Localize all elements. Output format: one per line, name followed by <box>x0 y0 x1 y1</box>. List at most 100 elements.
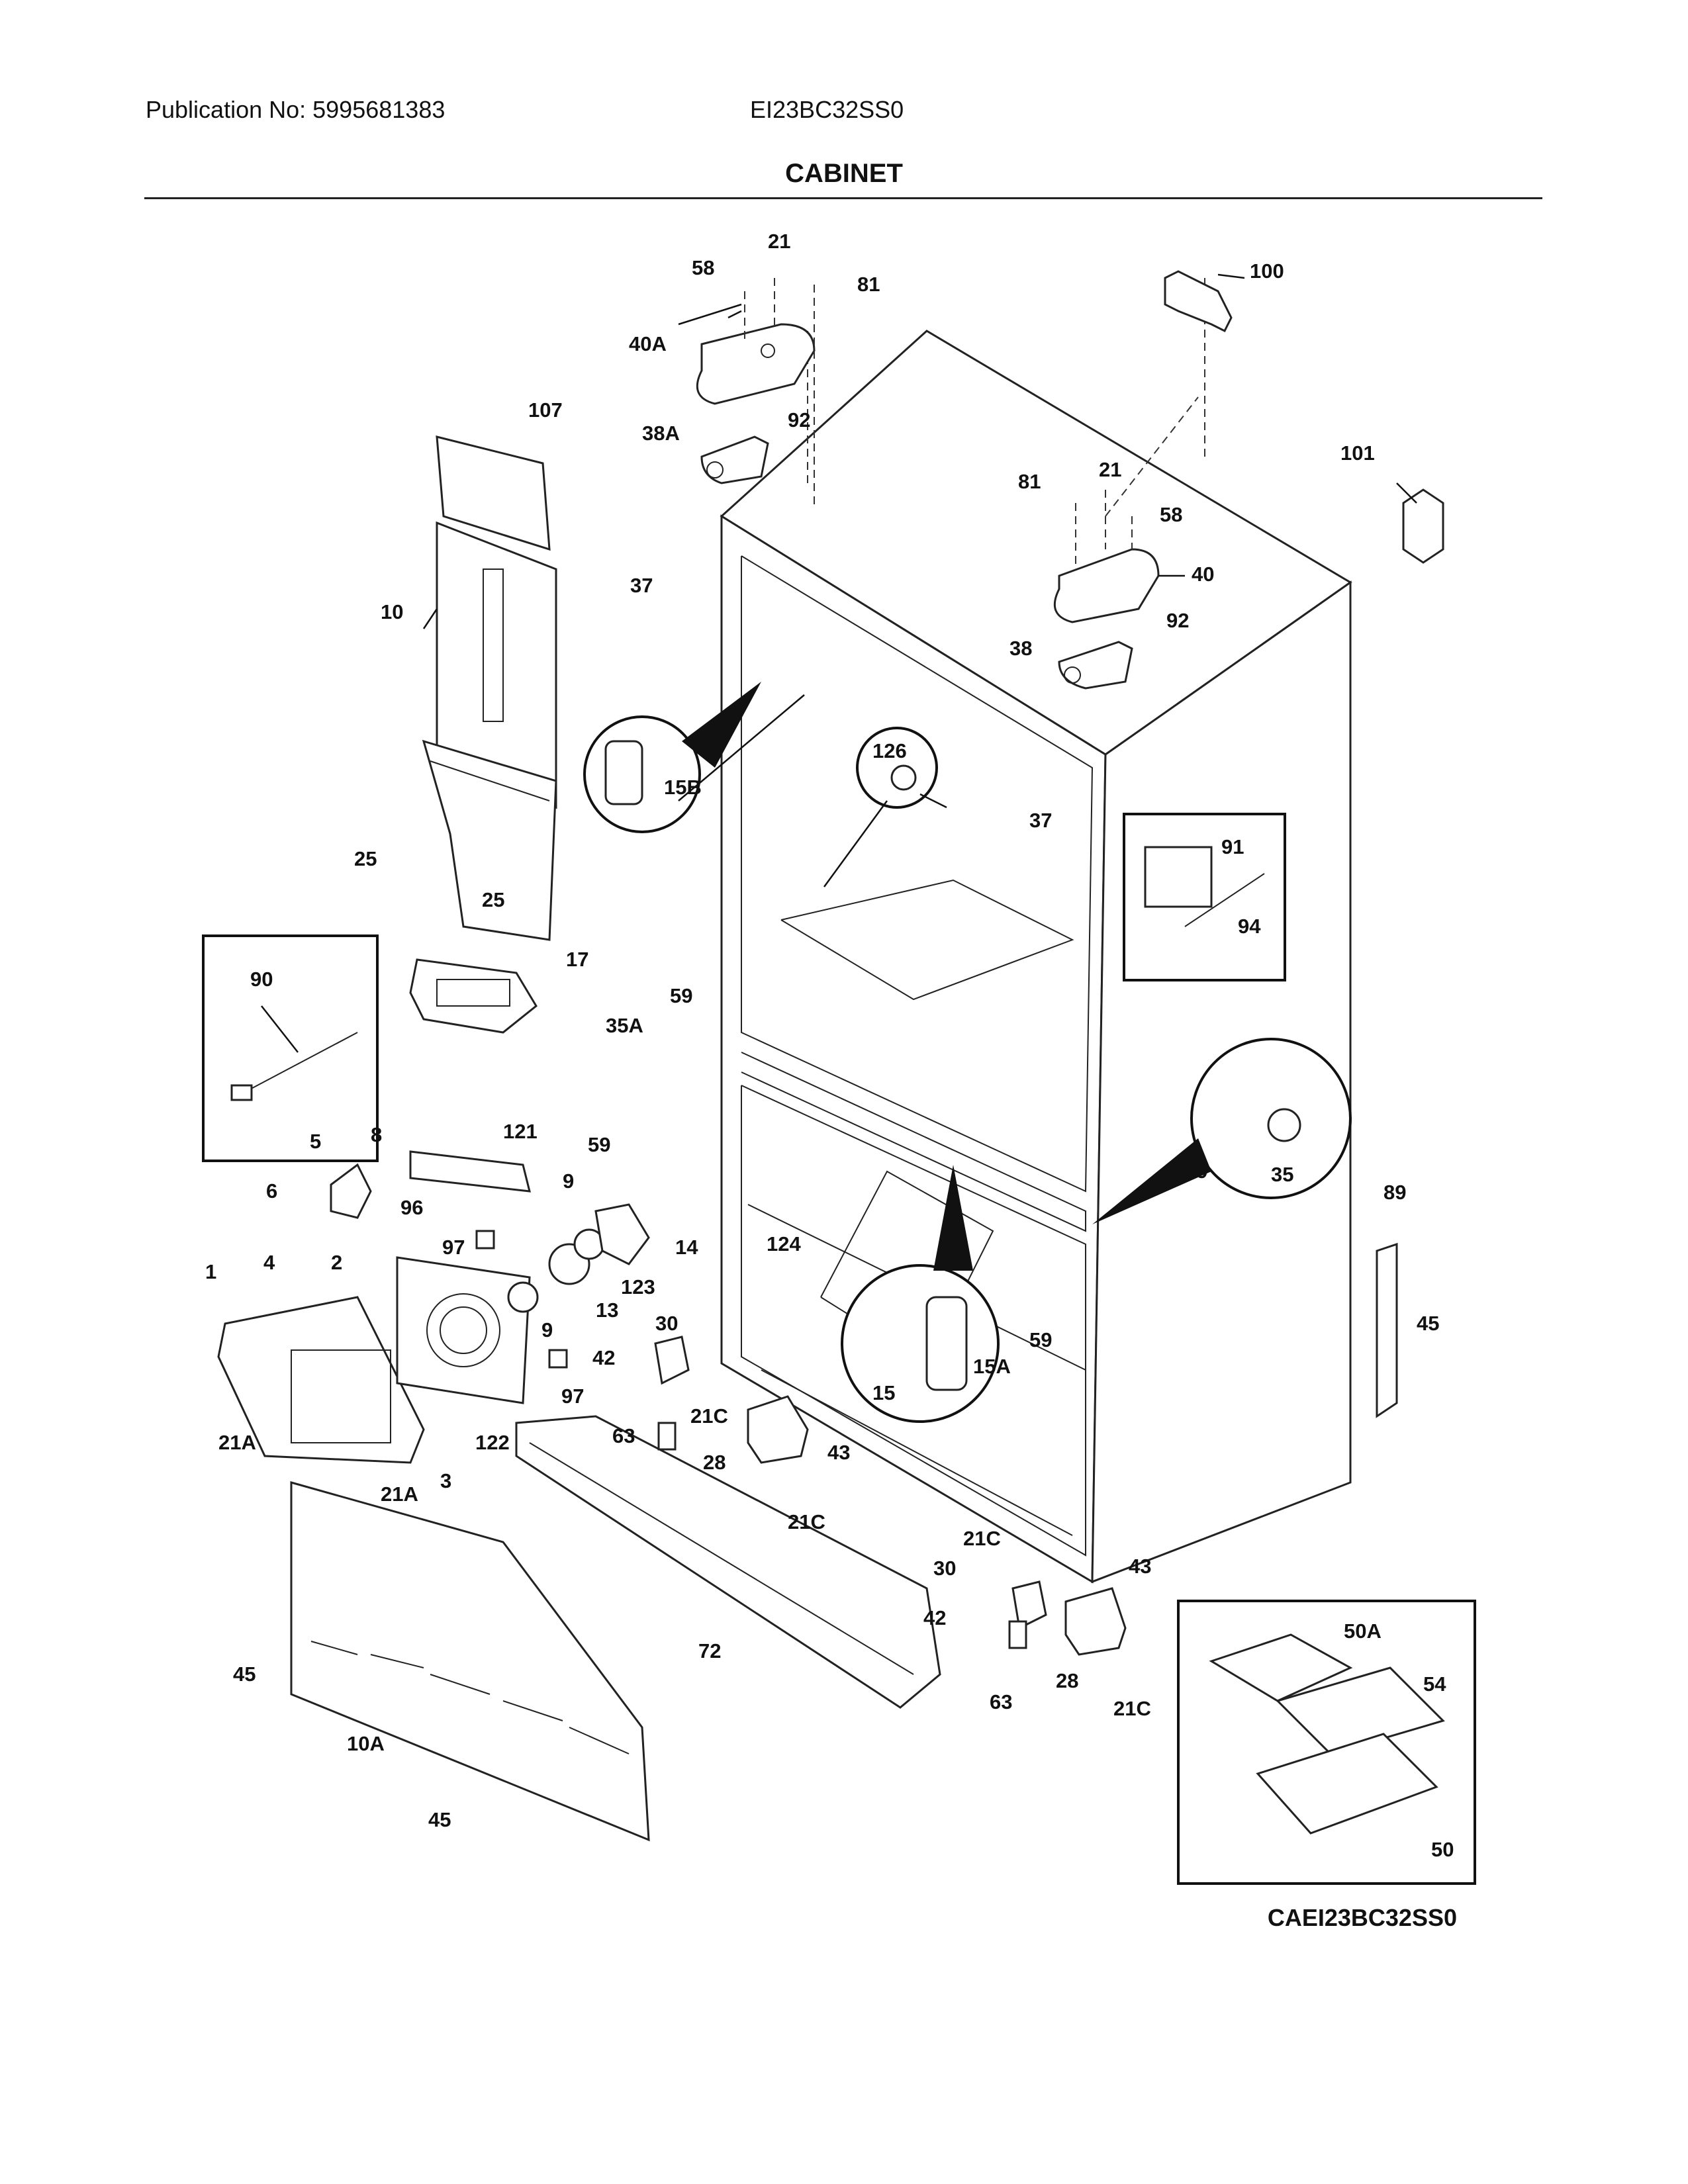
callout-38: 38 <box>1009 637 1032 660</box>
kick-plate <box>290 1481 650 1842</box>
callout-21c-a: 21C <box>690 1404 728 1428</box>
callout-10: 10 <box>381 600 403 623</box>
callout-9-b: 9 <box>541 1318 553 1342</box>
callout-21c-b: 21C <box>788 1510 825 1533</box>
callout-101: 101 <box>1340 441 1375 465</box>
callout-15: 15 <box>872 1381 895 1404</box>
callout-21a-a: 21A <box>218 1431 256 1454</box>
callout-92-top: 92 <box>788 408 810 432</box>
callout-35a: 35A <box>606 1014 643 1037</box>
callout-1: 1 <box>205 1260 216 1283</box>
sensor-probe <box>230 1005 358 1101</box>
callout-37-right: 37 <box>1029 809 1052 832</box>
callout-94: 94 <box>1238 915 1261 938</box>
callout-40: 40 <box>1192 563 1214 586</box>
callout-9-a: 9 <box>563 1169 574 1193</box>
callout-63-a: 63 <box>612 1424 635 1447</box>
callout-89: 89 <box>1383 1181 1406 1204</box>
callout-14: 14 <box>675 1236 698 1259</box>
callout-50a: 50A <box>1344 1619 1382 1643</box>
callout-25-a: 25 <box>354 847 377 870</box>
dispenser-inset-box <box>1123 813 1286 981</box>
detail-circle-126 <box>856 727 938 809</box>
callout-21-right: 21 <box>1099 458 1121 481</box>
evaporator-fan-assembly <box>217 1150 650 1464</box>
callout-50: 50 <box>1431 1838 1454 1861</box>
callout-124: 124 <box>767 1232 801 1255</box>
callout-15a: 15A <box>973 1355 1011 1378</box>
callout-21c-c: 21C <box>963 1527 1001 1550</box>
callout-122: 122 <box>475 1431 510 1454</box>
callout-45-a: 45 <box>233 1662 256 1686</box>
callout-10a: 10A <box>347 1732 385 1755</box>
callout-45-right: 45 <box>1417 1312 1439 1335</box>
callout-97-a: 97 <box>442 1236 465 1259</box>
callout-107: 107 <box>528 398 563 422</box>
callout-21-top: 21 <box>768 230 790 253</box>
sensor-inset-box <box>202 934 379 1162</box>
top-hinge-cover-left <box>696 278 816 510</box>
callout-72: 72 <box>698 1639 721 1662</box>
callout-42-a: 42 <box>592 1346 615 1369</box>
diagram-code: CAEI23BC32SS0 <box>1267 1904 1457 1931</box>
callout-92-right: 92 <box>1166 609 1189 632</box>
publication-number: Publication No: 5995681383 <box>146 96 445 123</box>
callout-38a: 38A <box>642 422 680 445</box>
callout-58-top: 58 <box>692 256 714 279</box>
callout-6: 6 <box>266 1179 277 1203</box>
detail-circle-15a <box>841 1165 1000 1423</box>
callout-21c-d: 21C <box>1113 1697 1151 1720</box>
callout-121: 121 <box>503 1120 538 1143</box>
callout-28-b: 28 <box>1056 1669 1078 1692</box>
callout-126: 126 <box>872 739 907 762</box>
detail-circle-15b <box>583 682 761 833</box>
title-divider <box>144 197 1542 199</box>
callout-54: 54 <box>1423 1672 1446 1696</box>
callout-4: 4 <box>263 1251 275 1274</box>
callout-100: 100 <box>1250 259 1284 283</box>
callout-59-b: 59 <box>588 1133 610 1156</box>
lower-hinge-right <box>1008 1580 1127 1656</box>
model-number: EI23BC32SS0 <box>750 96 904 123</box>
callout-17: 17 <box>566 948 588 971</box>
callout-2: 2 <box>331 1251 342 1274</box>
hinge-bracket-100 <box>1164 270 1233 333</box>
callout-123: 123 <box>621 1275 655 1298</box>
lower-hinge-left <box>654 1336 809 1464</box>
top-hinge-left <box>700 435 769 484</box>
callout-81-top: 81 <box>857 273 880 296</box>
callout-58-right: 58 <box>1160 503 1182 526</box>
callout-8: 8 <box>371 1123 382 1146</box>
callout-91: 91 <box>1221 835 1244 858</box>
callout-37-left: 37 <box>630 574 653 597</box>
callout-40a: 40A <box>629 332 667 355</box>
callout-21a-b: 21A <box>381 1482 418 1506</box>
front-grille <box>515 1415 941 1709</box>
callout-59-a: 59 <box>670 984 692 1007</box>
side-panel-89 <box>1376 1242 1398 1418</box>
callout-30-b: 30 <box>933 1557 956 1580</box>
callout-90: 90 <box>250 968 273 991</box>
callout-25-b: 25 <box>482 888 504 911</box>
callout-63-b: 63 <box>990 1690 1012 1713</box>
callout-43-b: 43 <box>1129 1555 1151 1578</box>
top-hinge-cover-right <box>1053 490 1160 623</box>
callout-3: 3 <box>440 1469 451 1492</box>
callout-35: 35 <box>1271 1163 1293 1186</box>
page-title: CABINET <box>785 159 903 188</box>
control-board-inset-box <box>1177 1600 1476 1885</box>
leader-lines <box>422 273 1417 887</box>
callout-30-a: 30 <box>655 1312 678 1335</box>
callout-5: 5 <box>310 1130 321 1153</box>
callout-15b: 15B <box>664 776 702 799</box>
callout-59-d: 59 <box>1029 1328 1052 1351</box>
callout-96: 96 <box>400 1196 423 1219</box>
callout-28-a: 28 <box>703 1451 726 1474</box>
callout-43-a: 43 <box>827 1441 850 1464</box>
callout-42-b: 42 <box>923 1606 946 1629</box>
air-duct-assembly <box>409 435 557 1034</box>
callout-97-b: 97 <box>561 1385 584 1408</box>
hinge-bracket-101 <box>1402 488 1444 564</box>
callout-13: 13 <box>596 1298 618 1322</box>
